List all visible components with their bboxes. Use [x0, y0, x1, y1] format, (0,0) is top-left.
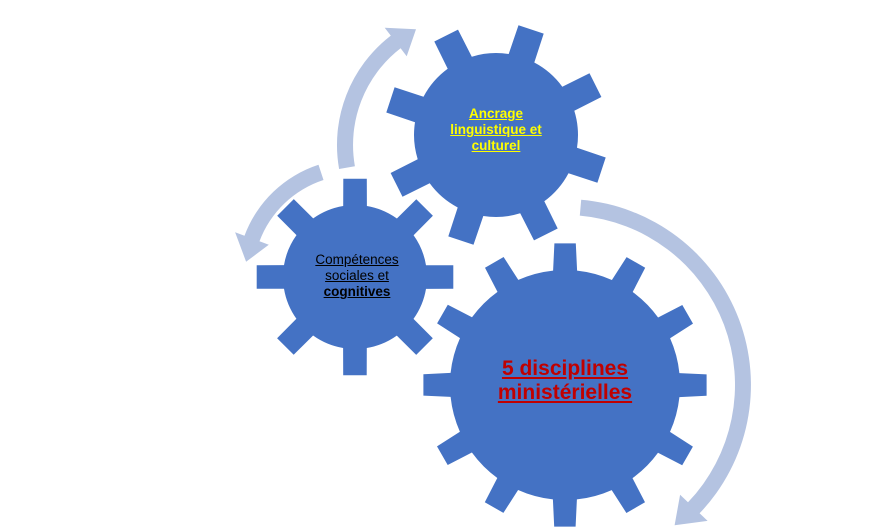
gear-big-line-2: ministérielles — [497, 381, 633, 405]
gear-top-line-2: linguistique et — [450, 122, 542, 138]
gear-top-icon — [386, 25, 606, 245]
gear-top-line-3: culturel — [471, 138, 521, 154]
gear-big-line-1: 5 disciplines — [501, 357, 629, 380]
cycle-arrow-right-icon — [579, 199, 751, 526]
gear-left-label: Compétences sociales et cognitives — [300, 252, 414, 301]
gear-big-label: 5 disciplines ministérielles — [470, 357, 660, 405]
gear-top-label: Ancrage linguistique et culturel — [438, 106, 554, 155]
gear-top-line-1: Ancrage — [468, 106, 524, 121]
gear-big-icon — [423, 243, 707, 527]
gear-left-line-1: Compétences — [315, 252, 399, 267]
gear-left-line-2: sociales et — [325, 268, 389, 284]
gear-left-line-3: cognitives — [323, 284, 391, 300]
gear-left-icon — [256, 178, 454, 376]
cycle-arrow-top-icon — [336, 27, 416, 170]
cycle-arrow-left-icon — [235, 164, 324, 262]
